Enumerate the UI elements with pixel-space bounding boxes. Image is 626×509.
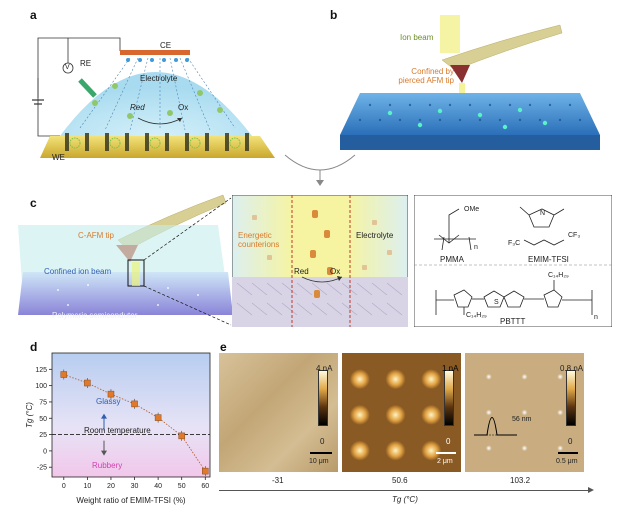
chemical-structures [414, 195, 612, 327]
cafm-tip-label: C-AFM tip [78, 231, 114, 240]
x-axis-label: Weight ratio of EMIM-TFSI (%) [76, 496, 186, 505]
tg-axis-arrow [588, 487, 594, 493]
tg-value-2: 50.6 [392, 476, 408, 485]
glassy-label: Glassy [96, 397, 121, 406]
s-atom-label: S [494, 299, 499, 306]
re-label: RE [80, 59, 92, 68]
emim-tfsi-label: EMIM-TFSI [528, 255, 569, 264]
energetic-counterions-label: Energetic counterions [238, 231, 280, 249]
panel-label-d: d [30, 340, 38, 354]
panel-c-left-illustration [18, 194, 233, 326]
data-point [84, 379, 91, 387]
scale-max-3: 0.8 nA [560, 364, 584, 373]
data-point [107, 390, 115, 398]
panel-b-illustration [340, 15, 600, 150]
plot-area [51, 352, 211, 478]
c14-bottom-label: C₁₄H₂₉ [466, 312, 487, 319]
voltmeter-label: V [65, 64, 70, 71]
red-label-c: Red [294, 267, 309, 276]
n-atom-emim: N [540, 210, 546, 217]
data-point [178, 432, 185, 440]
tg-axis-label: Tg (°C) [392, 495, 418, 504]
merge-arrow [284, 154, 356, 186]
y-tick-label: 25 [39, 432, 47, 439]
y-tick-label: 50 [39, 416, 47, 423]
y-tick-label: 100 [35, 383, 47, 390]
scale-min-2: 0 [446, 437, 451, 446]
scalebar-text-3: 0.5 μm [556, 458, 578, 465]
we-label: WE [52, 153, 65, 162]
profile-annotation: 56 nm [512, 416, 532, 423]
cf3-right-label: CF₃ [568, 232, 581, 239]
data-point [202, 467, 209, 475]
x-tick-label: 50 [178, 483, 186, 490]
x-tick-label: 10 [83, 483, 91, 490]
pmma-label: PMMA [440, 255, 464, 264]
scalebar-text-2: 2 μm [437, 458, 453, 465]
x-tick-label: 60 [201, 483, 209, 490]
x-tick-label: 40 [154, 483, 162, 490]
scale-max-1: 4 nA [316, 364, 333, 373]
confined-ion-beam-label: Confined ion beam [44, 267, 112, 276]
panel-label-e: e [220, 340, 227, 354]
n-sub-pmma: n [474, 244, 478, 251]
ox-label-a: Ox [178, 103, 189, 112]
up-arrowhead [101, 413, 107, 419]
ce-label: CE [160, 41, 172, 50]
down-arrowhead [101, 450, 107, 456]
data-point [154, 414, 162, 421]
semiconductor-label: Polymeric semicondutor [52, 311, 138, 320]
scale-min-1: 0 [320, 437, 325, 446]
data-point [131, 400, 138, 408]
colorbar-2 [444, 370, 454, 426]
room-temp-label: Room temperature [84, 426, 151, 435]
rubbery-label: Rubbery [92, 461, 123, 470]
red-label-a: Red [130, 103, 145, 112]
electrolyte-label-c: Electrolyte [356, 231, 394, 240]
panel-label-a: a [30, 8, 37, 22]
scale-min-3: 0 [568, 437, 573, 446]
electrolyte-label-a: Electrolyte [140, 74, 178, 83]
scalebar-2 [436, 452, 456, 454]
confined-afm-label: Confined by pierced AFM tip [398, 67, 454, 85]
panel-label-b: b [330, 8, 338, 22]
y-axis-label: Tg (°C) [25, 402, 34, 428]
panel-label-c: c [30, 196, 37, 210]
c14-top-label: C₁₄H₂₉ [548, 272, 569, 279]
cf3-left-label: F₃C [508, 240, 521, 247]
line-profile [474, 417, 517, 436]
ome-label: OMe [464, 206, 480, 213]
colorbar-1 [318, 370, 328, 426]
panel-a-illustration [32, 37, 275, 158]
panel-c-zoom-illustration [232, 195, 408, 327]
y-tick-label: 0 [43, 448, 47, 455]
pbttt-label: PBTTT [500, 317, 526, 326]
x-tick-label: 0 [62, 483, 66, 490]
colorbar-3 [566, 370, 576, 426]
y-tick-label: 125 [35, 367, 47, 374]
scalebar-text-1: 10 μm [309, 458, 329, 465]
x-tick-label: 30 [131, 483, 139, 490]
scalebar-1 [310, 452, 332, 454]
y-tick-label: 75 [39, 399, 47, 406]
y-tick-label: -25 [37, 465, 47, 472]
data-point [60, 371, 68, 378]
ion-beam-label: Ion beam [400, 33, 434, 42]
n-sub-pbttt: n [594, 314, 598, 321]
tg-value-3: 103.2 [510, 476, 531, 485]
x-tick-label: 20 [107, 483, 115, 490]
ox-label-c: Ox [330, 267, 341, 276]
tg-axis-line [219, 490, 591, 491]
tg-value-1: -31 [272, 476, 284, 485]
scale-max-2: 1 nA [442, 364, 459, 373]
scalebar-3 [558, 452, 578, 454]
